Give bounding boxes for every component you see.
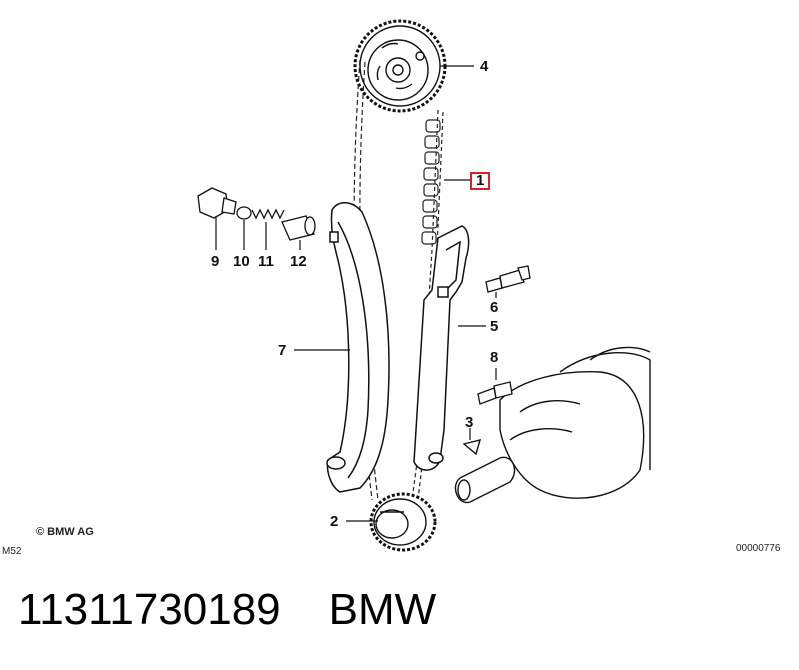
sealing-ring: [236, 206, 252, 220]
part-caption: 11311730189 BMW: [18, 585, 484, 635]
diagram-number: 00000776: [736, 543, 781, 554]
bolt-6: [485, 265, 531, 293]
leader-lines: [215, 65, 497, 522]
callout-10: 10: [233, 253, 250, 270]
model-code: M52: [2, 546, 22, 557]
crankshaft-sprocket: [369, 492, 437, 552]
crankshaft: [454, 346, 651, 504]
callout-3: 3: [465, 414, 474, 431]
camshaft-sprocket: [353, 19, 447, 113]
callout-12: 12: [290, 253, 307, 270]
callout-1-highlighted[interactable]: 1: [470, 172, 491, 190]
callout-11: 11: [258, 253, 274, 270]
guide-rail: [413, 225, 470, 471]
callout-7: 7: [278, 342, 287, 359]
callout-5: 5: [490, 318, 499, 335]
chain-tensioner-plug: [197, 187, 237, 219]
copyright-notice: © BMW AG: [36, 526, 94, 538]
callout-9: 9: [211, 253, 220, 270]
brand-name: BMW: [328, 585, 437, 634]
callout-8: 8: [490, 349, 499, 366]
tensioner-piston: [281, 215, 316, 241]
chain-links: [421, 119, 441, 245]
callout-2: 2: [330, 513, 339, 530]
callout-6: 6: [490, 299, 499, 316]
compression-spring: [251, 208, 285, 220]
callout-4: 4: [480, 58, 489, 75]
bolt-8: [477, 381, 513, 405]
part-number: 11311730189: [18, 585, 281, 634]
tensioner-rail: [326, 202, 390, 493]
timing-chain-diagram: [197, 19, 651, 552]
woodruff-key: [462, 439, 482, 456]
